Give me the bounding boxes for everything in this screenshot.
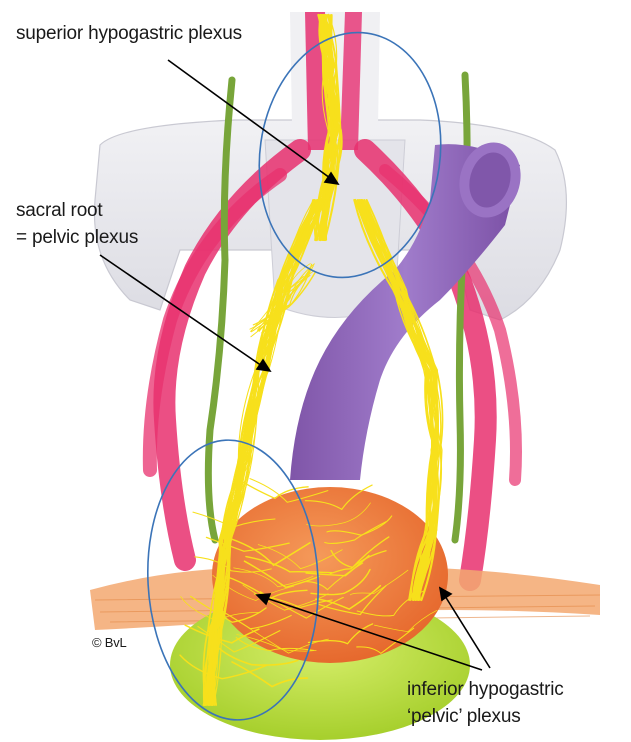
label-superior-hypogastric-plexus: superior hypogastric plexus [16, 22, 242, 46]
label-inferior-hypogastric: inferior hypogastric [407, 678, 564, 702]
arrow-sacral [100, 255, 262, 366]
label-sacral-root: sacral root [16, 199, 103, 223]
label-pelvic-plexus-lower: ‘pelvic’ plexus [407, 705, 521, 729]
label-pelvic-plexus: = pelvic plexus [16, 226, 138, 250]
copyright-mark: © BvL [92, 635, 127, 651]
